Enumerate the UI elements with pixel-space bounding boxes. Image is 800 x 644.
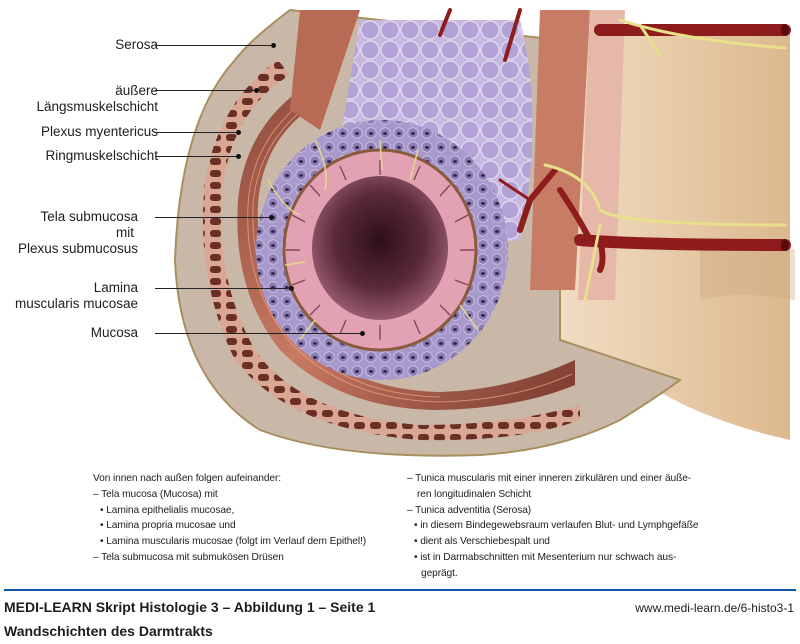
label-line: muscularis mucosae bbox=[14, 296, 138, 311]
leader-line-serosa bbox=[155, 45, 273, 47]
leader-line-tela-submucosa bbox=[155, 217, 271, 219]
label-ringmuskelschicht: Ringmuskelschicht bbox=[45, 148, 158, 164]
notes-bullet: • Lamina epithelialis mucosae, bbox=[100, 504, 235, 516]
label-laengsmuskelschicht: äußere Längsmuskelschicht bbox=[36, 83, 158, 115]
notes-bullet: • in diesem Bindegewebsraum verlaufen Bl… bbox=[414, 520, 699, 532]
footer-subtitle: Wandschichten des Darmtrakts bbox=[4, 623, 213, 639]
longitudinal-muscle bbox=[203, 60, 580, 441]
label-line: Plexus submucosus bbox=[17, 241, 138, 256]
label-line: Serosa bbox=[115, 37, 158, 52]
notes-intro: Von innen nach außen folgen aufeinander: bbox=[93, 473, 282, 484]
label-line: mit bbox=[116, 225, 134, 240]
intestinal-wall-illustration bbox=[173, 8, 795, 457]
label-line: Plexus myentericus bbox=[40, 124, 158, 139]
footer-url-link[interactable]: www.medi-learn.de/6-histo3-1 bbox=[635, 601, 794, 615]
label-line: äußere bbox=[115, 83, 158, 98]
notes-item: – Tela submucosa mit submukösen Drüsen bbox=[93, 551, 284, 563]
leader-line-mucosa bbox=[155, 333, 362, 335]
label-line: Längsmuskelschicht bbox=[36, 99, 158, 114]
notes-item: – Tunica adventitia (Serosa) bbox=[407, 504, 532, 516]
footer-title: MEDI-LEARN Skript Histologie 3 – Abbildu… bbox=[4, 599, 376, 615]
label-line: Mucosa bbox=[90, 325, 138, 340]
leader-dot-tela-submucosa bbox=[269, 215, 274, 220]
label-serosa: Serosa bbox=[115, 37, 158, 53]
leader-line-ringmuskelschicht bbox=[155, 156, 238, 158]
nerves bbox=[543, 18, 787, 302]
notes-bullet: • dient als Verschiebespalt und bbox=[414, 536, 550, 548]
leader-dot-mucosa bbox=[360, 331, 365, 336]
notes-bullet: • Lamina muscularis mucosae (folgt im Ve… bbox=[100, 536, 367, 548]
label-mucosa: Mucosa bbox=[91, 325, 138, 341]
leader-dot-ringmuskelschicht bbox=[236, 154, 241, 159]
leader-dot-serosa bbox=[271, 43, 276, 48]
notes-bullet: • ist in Darmabschnitten mit Mesenterium… bbox=[414, 551, 677, 563]
lumen bbox=[312, 176, 448, 320]
label-line: Tela submucosa bbox=[40, 209, 138, 224]
leader-dot-laengsmuskelschicht bbox=[254, 88, 259, 93]
label-line: Ringmuskelschicht bbox=[45, 148, 158, 163]
leader-line-laengsmuskelschicht bbox=[155, 90, 256, 92]
label-tela-submucosa: Tela submucosa mit Plexus submucosus bbox=[18, 209, 138, 257]
notes-bullet: • Lamina propria mucosae und bbox=[100, 520, 236, 532]
leader-line-lamina-muscularis-mucosae bbox=[155, 288, 291, 290]
circular-muscle bbox=[237, 90, 576, 410]
leader-dot-lamina-muscularis-mucosae bbox=[289, 286, 294, 291]
notes-continuation: ren longitudinalen Schicht bbox=[417, 488, 532, 500]
notes-item: – Tunica muscularis mit einer inneren zi… bbox=[407, 473, 692, 484]
notes-continuation: geprägt. bbox=[421, 567, 458, 579]
notes-left-column: Von innen nach außen folgen aufeinander:… bbox=[93, 471, 366, 566]
label-line: Lamina bbox=[93, 280, 138, 295]
notes-right-column: – Tunica muscularis mit einer inneren zi… bbox=[407, 471, 699, 582]
label-plexus-myentericus: Plexus myentericus bbox=[41, 124, 158, 140]
leader-dot-plexus-myentericus bbox=[236, 130, 241, 135]
notes-item: – Tela mucosa (Mucosa) mit bbox=[93, 488, 218, 500]
leader-line-plexus-myentericus bbox=[155, 132, 238, 134]
label-lamina-muscularis-mucosae: Lamina muscularis mucosae bbox=[15, 280, 138, 312]
footer-rule bbox=[4, 589, 796, 591]
